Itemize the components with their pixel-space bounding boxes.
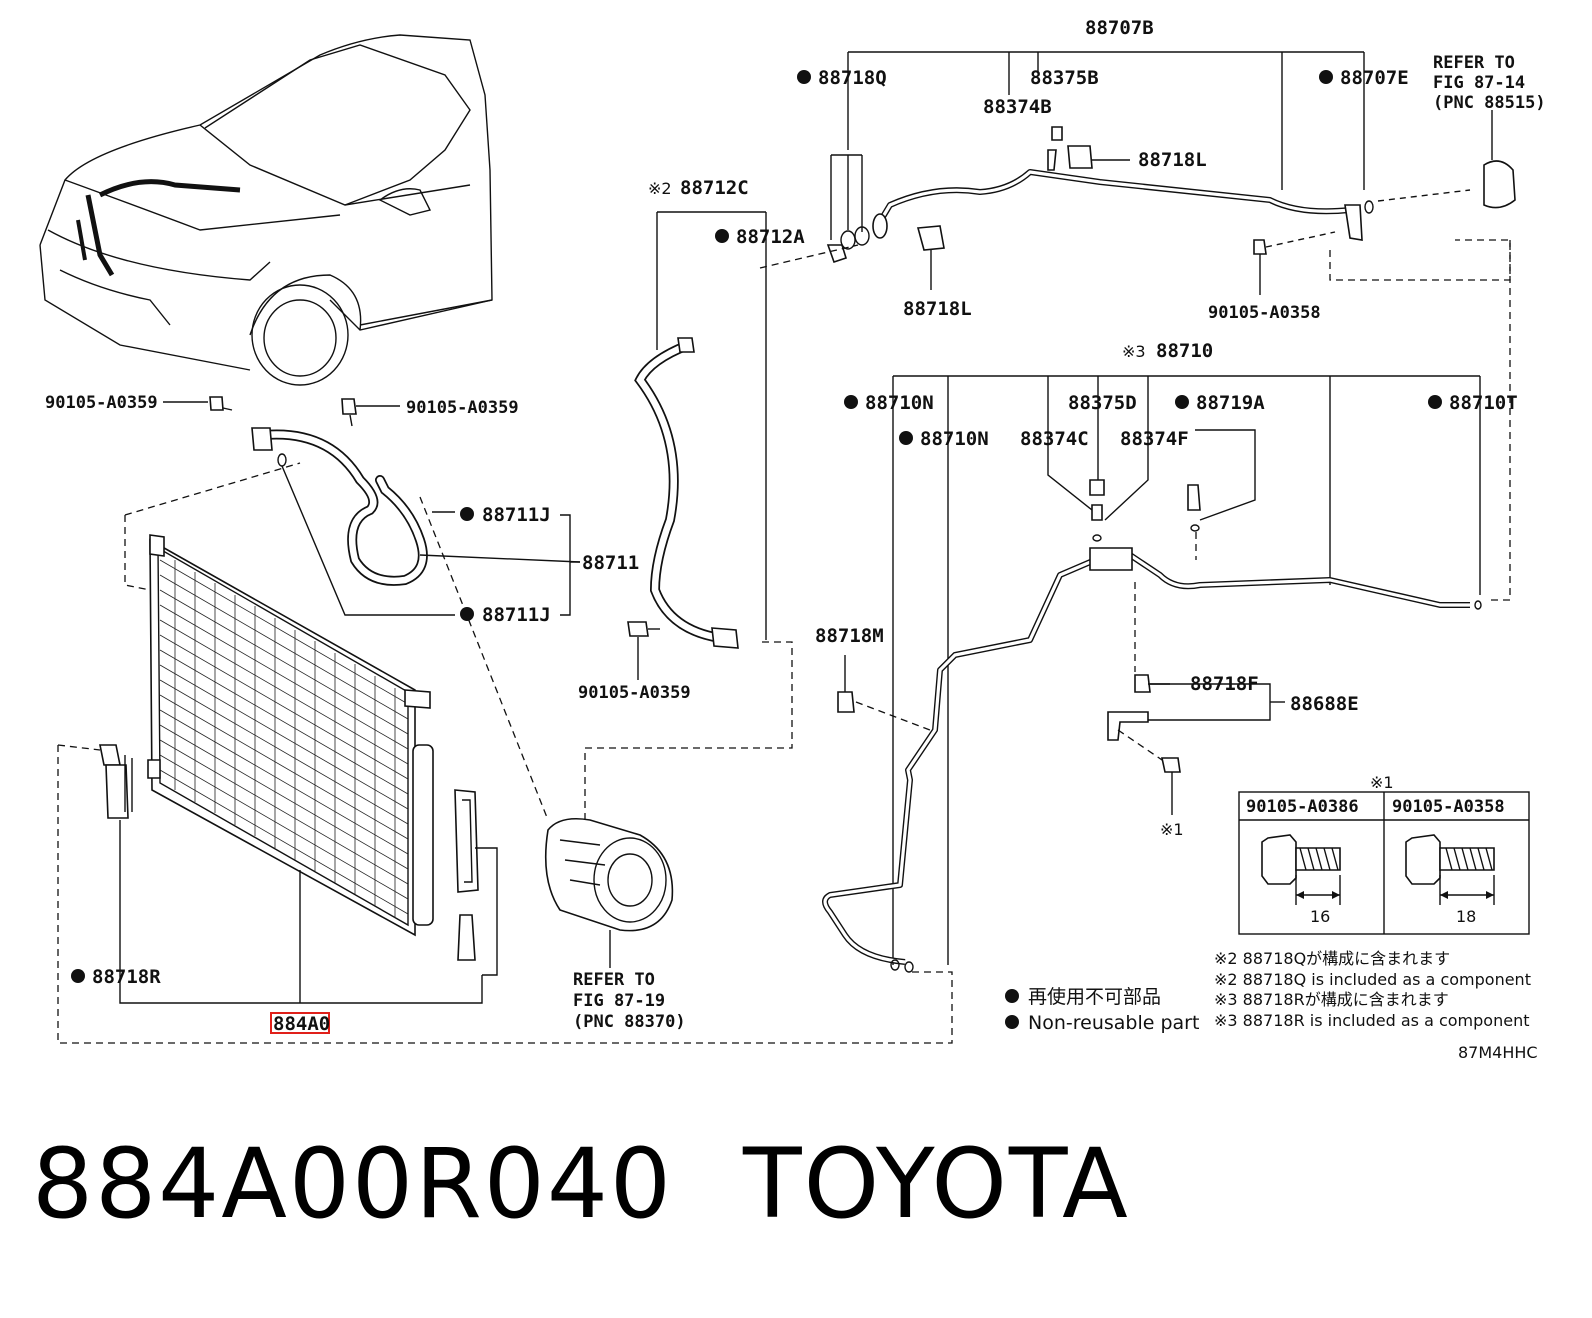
label-884A0: 884A0 [273,1013,330,1035]
label-refer-88515-a: REFER TO [1433,53,1515,73]
label-90105-A0359-a: 90105-A0359 [45,393,158,413]
label-88712A: 88712A [736,226,805,248]
figure-code: 87M4HHC [1458,1043,1538,1062]
bolt-table: ※1 90105-A0386 90105-A0358 16 18 [1238,773,1530,935]
label-88710T: 88710T [1449,392,1518,414]
callout-labels: 88707B 88718Q 88375B 88374B 88707E REFER… [45,17,1546,1035]
hose-88712C [584,211,793,820]
label-88710: 88710 [1156,340,1213,362]
note-1: ※2 88718Qが構成に含まれます [1214,949,1450,968]
car-sketch [39,34,493,386]
label-88711: 88711 [582,552,639,574]
bolt-col2-header: 90105-A0358 [1392,797,1505,817]
label-90105-A0359-c: 90105-A0359 [578,683,691,703]
label-88711J-a: 88711J [482,504,551,526]
label-88374B: 88374B [983,96,1052,118]
part-number: 884A00R040 [32,1128,673,1240]
label-90105-A0358: 90105-A0358 [1208,303,1321,323]
label-88712C: 88712C [680,177,749,199]
label-88707E: 88707E [1340,67,1409,89]
note-4: ※3 88718R is included as a component [1214,1011,1529,1030]
label-refer-88515-b: FIG 87-14 [1433,73,1525,93]
legend-jp: 再使用不可部品 [1028,986,1161,1008]
label-88375D: 88375D [1068,392,1137,414]
label-90105-A0359-b: 90105-A0359 [406,398,519,418]
condenser-884A0 [57,534,953,1044]
note-3: ※3 88718Rが構成に含まれます [1214,990,1449,1009]
label-88712C-mark: ※2 [648,179,672,198]
label-88718Q: 88718Q [818,67,887,89]
legend: 再使用不可部品 Non-reusable part [1005,986,1199,1034]
highlight-box [270,1012,330,1034]
hose-88707B [759,51,1516,601]
bolt-col1-length: 16 [1310,907,1330,926]
legend-en: Non-reusable part [1028,1012,1199,1034]
label-refer-88370-a: REFER TO [573,970,655,990]
compressor [544,817,674,968]
label-88718F: 88718F [1190,673,1259,695]
label-88719A: 88719A [1196,392,1265,414]
label-88718R: 88718R [92,966,161,988]
label-88374C: 88374C [1020,428,1089,450]
label-88707B: 88707B [1085,17,1154,39]
label-88710N-a: 88710N [865,392,934,414]
notes: ※2 88718Qが構成に含まれます ※2 88718Q is included… [1214,949,1531,1030]
label-refer-88515-c: (PNC 88515) [1433,93,1546,113]
pipe-88710 [822,375,1482,973]
label-88710-mark: ※3 [1122,342,1146,361]
label-88718M: 88718M [815,625,884,647]
label-88688E: 88688E [1290,693,1359,715]
label-refer-88370-b: FIG 87-19 [573,991,665,1011]
label-88374F: 88374F [1120,428,1189,450]
label-refer-88370-c: (PNC 88370) [573,1012,686,1032]
label-88375B: 88375B [1030,67,1099,89]
bolt-col1-header: 90105-A0386 [1246,797,1359,817]
hose-88711 [124,396,581,821]
label-mark1: ※1 [1160,820,1184,839]
bolt-col2-length: 18 [1456,907,1476,926]
bolt-table-mark: ※1 [1370,773,1394,792]
legend-dot-en [1005,1015,1019,1029]
brand-name: TOYOTA [743,1128,1130,1240]
legend-dot-jp [1005,989,1019,1003]
label-88710N-b: 88710N [920,428,989,450]
label-88711J-b: 88711J [482,604,551,626]
label-88718L-a: 88718L [1138,149,1207,171]
note-2: ※2 88718Q is included as a component [1214,970,1531,989]
parts-diagram: 88707B 88718Q 88375B 88374B 88707E REFER… [39,17,1546,1062]
label-88718L-b: 88718L [903,298,972,320]
part-title: 884A00R040 TOYOTA [32,1128,1130,1240]
